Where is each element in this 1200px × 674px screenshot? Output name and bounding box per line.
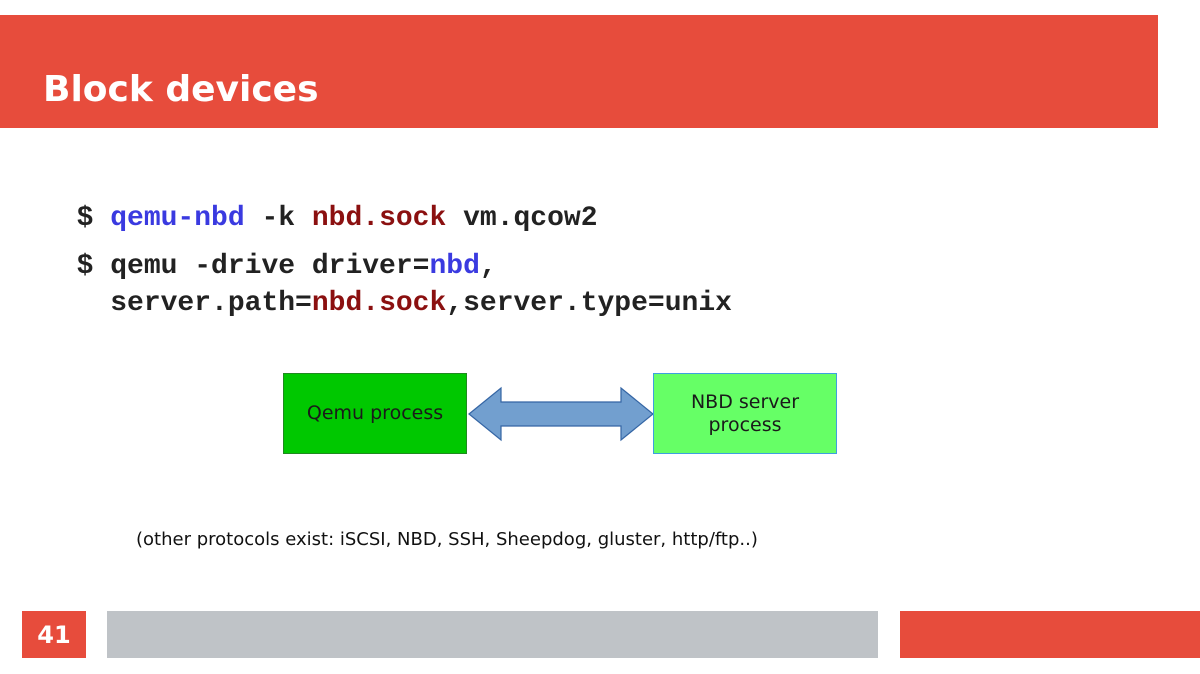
double-arrow-icon: [468, 386, 654, 442]
footnote: (other protocols exist: iSCSI, NBD, SSH,…: [136, 529, 758, 550]
code-token: $ qemu -drive driver=: [76, 251, 430, 282]
slide-title: Block devices: [43, 69, 319, 110]
nbd-server-process-box: NBD server process: [653, 373, 837, 454]
double-arrow-shape: [468, 386, 654, 442]
nbd-server-process-label: NBD server process: [690, 390, 800, 436]
header-bar: [0, 15, 1158, 128]
code-token: server.path=: [76, 288, 312, 319]
code-token-command: qemu-nbd: [110, 203, 245, 234]
qemu-process-label: Qemu process: [306, 402, 444, 424]
code-token: $: [76, 203, 111, 234]
code-line-2: $ qemu -drive driver=nbd,: [43, 216, 497, 284]
code-line-3: server.path=nbd.sock,server.type=unix: [43, 253, 732, 321]
footer-gray-bar: [107, 611, 878, 658]
footer-red-bar: [900, 611, 1200, 658]
code-token-command: nbd: [429, 251, 480, 282]
code-token-argument: nbd.sock: [311, 203, 447, 234]
code-token: vm.qcow2: [446, 203, 598, 234]
qemu-process-box: Qemu process: [283, 373, 467, 454]
page-number: 41: [37, 620, 71, 649]
code-token: ,server.type=unix: [446, 288, 732, 319]
code-token: -k: [244, 203, 312, 234]
code-line-1: $ qemu-nbd -k nbd.sock vm.qcow2: [43, 168, 598, 236]
page-number-badge: 41: [22, 611, 86, 658]
code-token-argument: nbd.sock: [311, 288, 447, 319]
code-token: ,: [479, 251, 497, 282]
